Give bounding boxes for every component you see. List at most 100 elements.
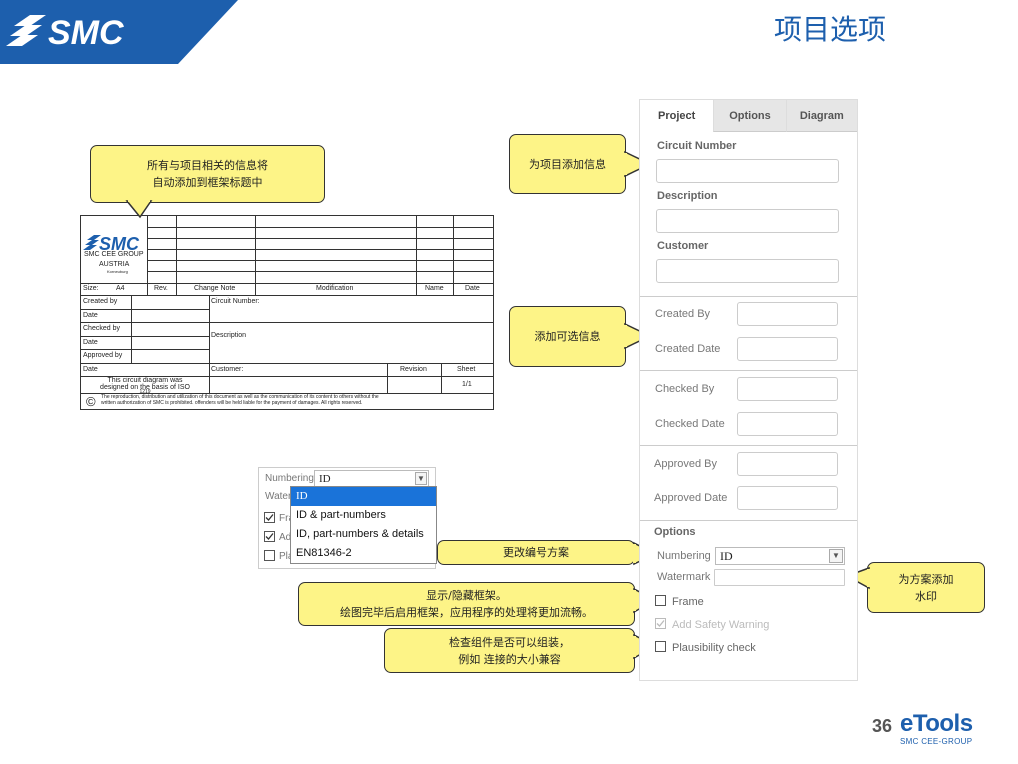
check-icon [265, 514, 274, 521]
callout-plausibility-line2: 例如 连接的大小兼容 [458, 652, 561, 666]
callout-pointer-icon [845, 566, 871, 590]
checked-by-input[interactable] [737, 377, 838, 401]
etools-logo: eTools [900, 710, 973, 737]
modification-label: Modification [316, 285, 354, 292]
sheet-value: 1/1 [462, 381, 472, 388]
numbering-label: Numbering [657, 550, 711, 562]
date-cell-2: Date [83, 339, 98, 346]
circuit-number-input[interactable] [656, 159, 839, 183]
customer-input[interactable] [656, 259, 839, 283]
options-heading: Options [654, 526, 696, 538]
callout-title-block-info-line1: 所有与项目相关的信息将 [147, 159, 268, 172]
numbering-options-list: ID ID & part-numbers ID, part-numbers & … [290, 486, 437, 564]
approved-by-input[interactable] [737, 452, 838, 476]
name-label: Name [425, 285, 444, 292]
watermark-input[interactable] [714, 569, 845, 586]
callout-add-optional-info-text: 添加可选信息 [534, 330, 601, 343]
plausibility-checkbox[interactable] [655, 641, 666, 652]
approved-by-cell: Approved by [83, 352, 123, 359]
disclaimer-line1: The reproduction, distribution and utili… [101, 394, 379, 400]
chevron-down-icon[interactable]: ▼ [829, 549, 843, 563]
rev-label: Rev. [154, 285, 168, 292]
callout-frame-line1: 显示/隐藏框架。 [426, 589, 507, 602]
tab-project[interactable]: Project [640, 100, 714, 132]
demo-numbering-select[interactable]: ID ▼ [314, 470, 429, 487]
numbering-option-en81346[interactable]: EN81346-2 [296, 547, 352, 559]
date-label: Date [465, 285, 480, 292]
tab-diagram[interactable]: Diagram [785, 100, 857, 132]
numbering-option-id[interactable]: ID [291, 487, 436, 506]
change-note-label: Change Note [194, 285, 236, 292]
etools-logo-subtitle: SMC CEE-GROUP [900, 737, 973, 746]
callout-change-numbering: 更改编号方案 [437, 540, 635, 565]
copyright-icon: © [86, 394, 96, 409]
numbering-select[interactable]: ID ▼ [715, 547, 845, 565]
callout-frame: 显示/隐藏框架。 绘图完毕后启用框架，应用程序的处理将更加流畅。 [298, 582, 635, 626]
iso-note-line1: This circuit diagram was [107, 377, 183, 384]
callout-add-project-info-text: 为项目添加信息 [529, 157, 606, 171]
disclaimer-line2: written authorization of SMC is prohibit… [101, 400, 363, 406]
demo-numbering-select-value: ID [319, 473, 331, 485]
callout-watermark-line1: 为方案添加 [898, 572, 954, 586]
iso-note-line2: designed on the basis of ISO [100, 384, 190, 391]
demo-numbering-label: Numbering [265, 473, 314, 484]
created-date-input[interactable] [737, 337, 838, 361]
demo-frame-checkbox[interactable] [264, 512, 275, 523]
frame-checkbox[interactable] [655, 595, 666, 606]
callout-add-project-info: 为项目添加信息 [509, 134, 626, 194]
demo-frame-label: Fra [279, 513, 294, 524]
callout-watermark: 为方案添加 水印 [867, 562, 985, 613]
revision-cell: Revision [400, 366, 427, 373]
check-icon [265, 533, 274, 540]
project-options-panel: Project Options Diagram Circuit Number D… [639, 99, 858, 681]
demo-safety-checkbox[interactable] [264, 531, 275, 542]
description-label: Description [657, 190, 718, 202]
plausibility-label: Plausibility check [672, 642, 756, 654]
watermark-label: Watermark [657, 571, 711, 583]
page-number: 36 [872, 716, 893, 736]
demo-add-label: Add [279, 532, 297, 543]
callout-plausibility-line1: 检查组件是否可以组装， [449, 635, 570, 649]
checked-date-label: Checked Date [655, 418, 725, 430]
header-brand-band: SMC [0, 0, 238, 64]
demo-plausibility-checkbox[interactable] [264, 550, 275, 561]
smc-logo-mark-icon [6, 15, 46, 46]
customer-cell: Customer: [211, 366, 244, 373]
demo-watermark-label: Water [265, 491, 292, 502]
approved-date-label: Approved Date [654, 492, 728, 504]
safety-warning-checkbox[interactable] [655, 618, 666, 629]
title-block-city: Korneuburg [107, 269, 128, 274]
checked-by-label: Checked By [655, 383, 715, 395]
callout-title-block-info: 所有与项目相关的信息将 自动添加到框架标题中 [90, 145, 325, 203]
tab-options[interactable]: Options [713, 100, 786, 132]
numbering-option-part-numbers[interactable]: ID & part-numbers [296, 509, 386, 521]
circuit-number-label: Circuit Number [657, 140, 737, 152]
demo-plausibility-label: Pla [279, 551, 294, 562]
slide-title: 项目选项 [773, 13, 886, 46]
safety-warning-label: Add Safety Warning [672, 619, 770, 631]
callout-pointer-icon [624, 150, 652, 178]
smc-logo-icon: SMC [83, 234, 140, 253]
approved-by-label: Approved By [654, 458, 717, 470]
size-value: A4 [116, 285, 125, 292]
customer-label: Customer [657, 240, 709, 252]
callout-watermark-line2: 水印 [915, 589, 937, 603]
svg-text:SMC: SMC [99, 234, 140, 253]
panel-divider [640, 296, 857, 297]
created-by-label: Created By [655, 308, 711, 320]
size-label: Size: [83, 285, 99, 292]
panel-divider [640, 520, 857, 521]
description-cell: Description [211, 332, 247, 339]
description-input[interactable] [656, 209, 839, 233]
numbering-option-details[interactable]: ID, part-numbers & details [296, 528, 424, 540]
callout-title-block-info-line2: 自动添加到框架标题中 [152, 176, 263, 189]
callout-pointer-icon [125, 200, 153, 219]
approved-date-input[interactable] [737, 486, 838, 510]
checked-date-input[interactable] [737, 412, 838, 436]
created-by-input[interactable] [737, 302, 838, 326]
created-by-cell: Created by [83, 298, 118, 305]
numbering-select-value: ID [720, 549, 733, 563]
date-cell-3: Date [83, 366, 98, 373]
title-block-company: SMC CEE GROUP [84, 251, 144, 258]
chevron-down-icon[interactable]: ▼ [415, 472, 427, 485]
